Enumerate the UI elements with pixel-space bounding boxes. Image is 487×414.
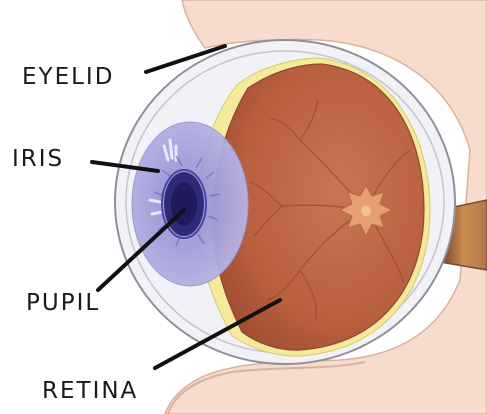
- iris-label: IRIS: [12, 148, 64, 171]
- pupil-label: PUPIL: [26, 292, 100, 315]
- eyelid-label: EYELID: [22, 66, 114, 89]
- retina-label: RETINA: [42, 380, 138, 403]
